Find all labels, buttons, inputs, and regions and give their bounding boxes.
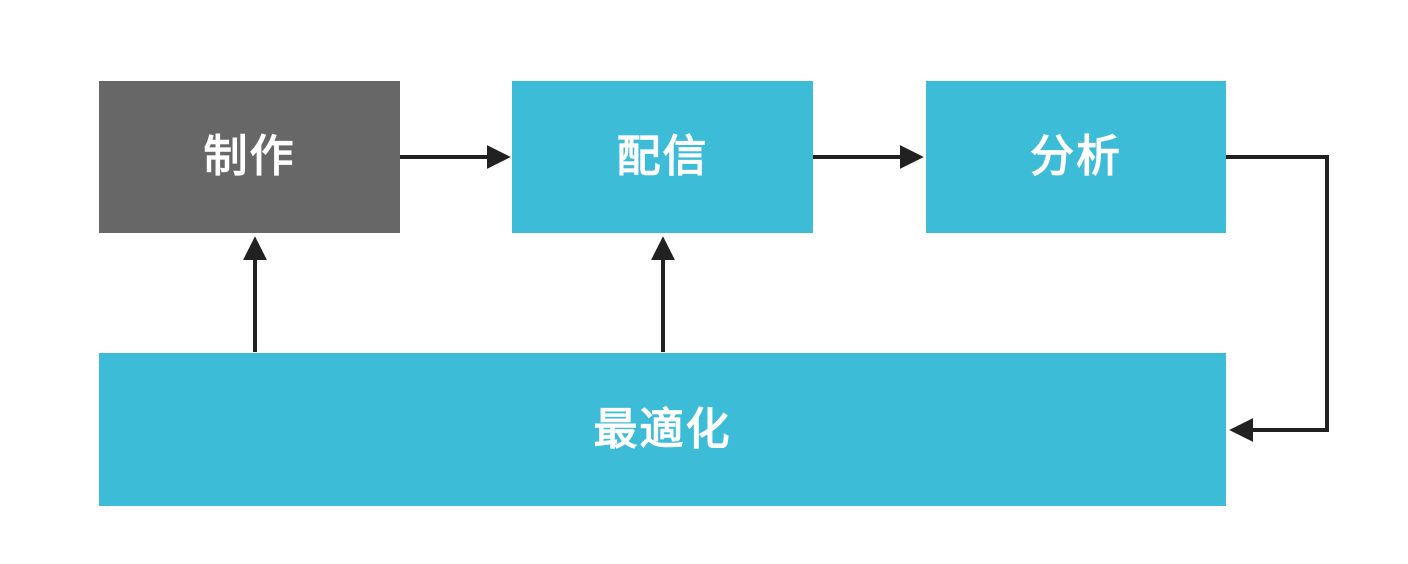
node-delivery: 配信 (512, 81, 813, 233)
node-production: 制作 (99, 81, 400, 233)
node-analysis-label: 分析 (1030, 132, 1122, 181)
node-production-label: 制作 (203, 132, 296, 181)
node-optimization: 最適化 (99, 353, 1226, 506)
node-analysis: 分析 (926, 81, 1226, 233)
node-optimization-label: 最適化 (593, 404, 732, 454)
node-delivery-label: 配信 (616, 132, 709, 181)
arrow-analysis-to-optimization (1226, 155, 1329, 442)
